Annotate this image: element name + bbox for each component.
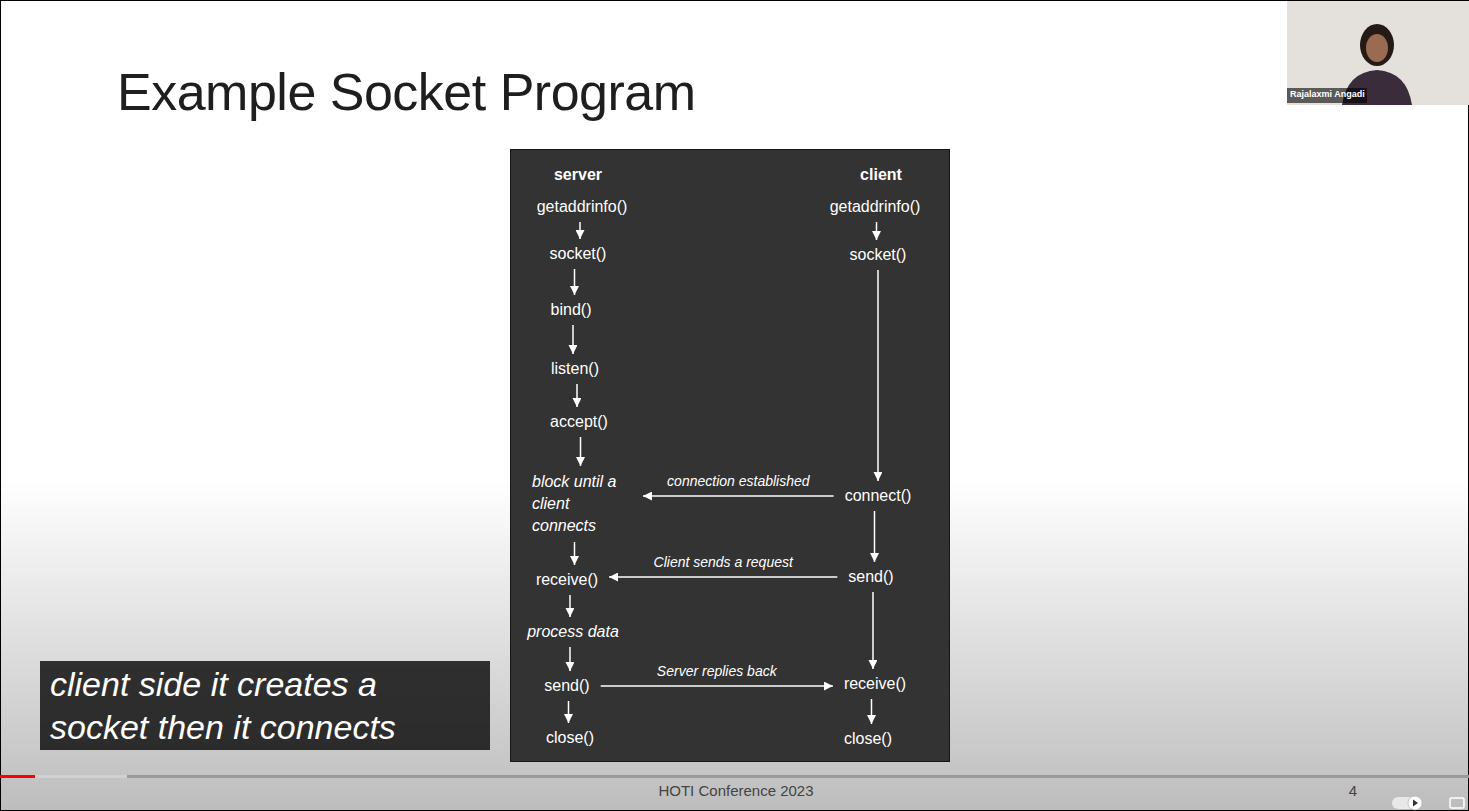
presenter-name: Rajalaxmi Angadi	[1290, 89, 1365, 99]
autoplay-knob	[1408, 796, 1422, 810]
flow-arrow	[568, 701, 570, 723]
webcam-name-strip	[1287, 88, 1367, 103]
function-call: getaddrinfo()	[534, 195, 631, 219]
node-text: receive()	[844, 674, 906, 694]
flow-arrow	[574, 269, 576, 295]
presenter-hair	[1360, 24, 1394, 66]
autoplay-play-icon	[1413, 800, 1418, 807]
node-text: close()	[546, 728, 594, 748]
node-text: getaddrinfo()	[537, 197, 628, 217]
progress-played	[0, 775, 35, 778]
flow-arrow	[579, 222, 581, 239]
note-step: process data	[524, 620, 622, 644]
node-text: close()	[844, 729, 892, 749]
flow-arrow	[569, 595, 571, 617]
function-call: bind()	[548, 298, 595, 322]
node-text: receive()	[536, 570, 598, 590]
flow-arrow	[574, 542, 576, 565]
flow-arrow	[576, 384, 578, 407]
function-call: send()	[541, 674, 592, 698]
node-text: connect()	[845, 486, 912, 506]
node-text: send()	[544, 676, 589, 696]
conference-footer: HOTI Conference 2023	[658, 782, 813, 799]
flow-arrow	[876, 222, 878, 240]
flow-arrow	[601, 685, 833, 687]
function-call: socket()	[547, 242, 610, 266]
function-call: receive()	[841, 672, 909, 696]
flow-arrow	[872, 592, 874, 669]
node-text: socket()	[850, 245, 907, 265]
edge-label: Client sends a request	[651, 552, 796, 572]
flow-arrow	[569, 647, 571, 671]
flow-arrow	[580, 437, 582, 466]
function-call: getaddrinfo()	[827, 195, 924, 219]
function-call: listen()	[548, 357, 602, 381]
flow-arrow	[877, 270, 879, 481]
node-text: block until a client connects	[532, 471, 632, 537]
subtitles-icon	[1450, 798, 1464, 808]
function-call: close()	[841, 727, 895, 751]
function-call: connect()	[842, 484, 915, 508]
progress-track	[0, 775, 1469, 778]
node-text: socket()	[550, 244, 607, 264]
note-step: block until a client connects	[529, 469, 635, 539]
flow-arrow	[874, 511, 876, 562]
flow-arrow	[572, 325, 574, 354]
edge-label: Server replies back	[654, 661, 780, 681]
slide-number: 4	[1349, 782, 1357, 799]
node-text: bind()	[551, 300, 592, 320]
node-text: accept()	[550, 412, 608, 432]
function-call: close()	[543, 726, 597, 750]
column-heading: client	[860, 165, 902, 185]
edge-label: connection established	[664, 471, 812, 491]
node-text: getaddrinfo()	[830, 197, 921, 217]
presenter-face	[1366, 34, 1388, 62]
webcam-frame	[1287, 1, 1469, 105]
function-call: socket()	[847, 243, 910, 267]
flow-arrow	[609, 576, 837, 578]
function-call: send()	[845, 565, 896, 589]
function-call: receive()	[533, 568, 601, 592]
node-text: listen()	[551, 359, 599, 379]
autoplay-toggle	[1392, 797, 1422, 809]
progress-buffered	[0, 775, 127, 778]
flow-arrow	[643, 495, 834, 497]
function-call: accept()	[547, 410, 611, 434]
node-text: send()	[848, 567, 893, 587]
flow-panel: server client getaddrinfo() socket() bind() l…	[510, 149, 950, 762]
slide-title: Example Socket Program	[117, 62, 696, 122]
flow-arrow	[871, 699, 873, 724]
node-text: process data	[527, 622, 619, 642]
column-heading: server	[554, 165, 602, 185]
video-subtitle: client side it creates a socket then it …	[40, 661, 490, 750]
